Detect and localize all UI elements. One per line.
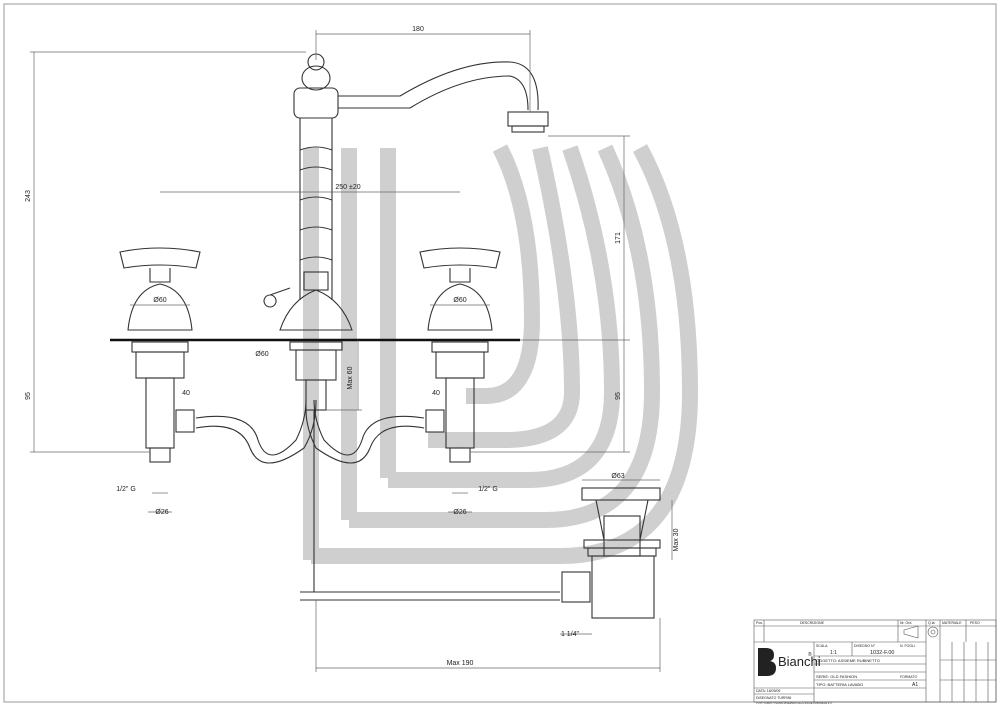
tb-format-value: A1 — [912, 682, 918, 688]
tb-footer: TUTTI I DIRITTI SONO RISERVATI ALLA SOCI… — [756, 701, 833, 705]
tb-format-label: FORMATO — [900, 675, 917, 679]
title-block — [753, 619, 997, 703]
dim-height-left: 243 — [25, 190, 32, 202]
dim-thread-left: 1/2" G — [116, 486, 136, 493]
tb-col-material: MATERIALE — [942, 621, 962, 625]
tb-col-nr: Nr. Ord. — [900, 621, 912, 625]
tb-series: SERIE: OLD FASHION — [816, 674, 857, 679]
tb-object: OGGETTO: ASSIEME RUBINETTO — [816, 658, 880, 663]
tb-date: DATA: 16/09/09 — [756, 689, 780, 693]
dim-waste-max: Max 30 — [673, 528, 680, 551]
dim-waste-dia: Ø63 — [611, 473, 624, 480]
tb-sheet-label: N. FOGLI — [900, 644, 915, 648]
bianchi-logo: Bianchi ® — [758, 648, 821, 676]
tb-scale-value: 1:1 — [830, 650, 837, 656]
tb-col-desc: DESCRIZIONE — [800, 621, 825, 625]
dimension-lines — [30, 30, 673, 672]
tb-col-weight: PESO — [970, 621, 980, 625]
dim-tail-dia-right: Ø26 — [453, 509, 466, 516]
dim-depth-left: 95 — [25, 392, 32, 400]
sheet-frame — [3, 3, 997, 703]
dim-valve-dia-left: Ø60 — [153, 297, 166, 304]
dim-rod-max: Max 190 — [447, 660, 474, 667]
dim-offset-right: 40 — [432, 390, 440, 397]
dim-depth-right: 95 — [615, 392, 622, 400]
dim-valve-dia-right: Ø60 — [453, 297, 466, 304]
tb-col-qty: Q.tà — [928, 621, 935, 625]
dim-tail-dia-left: Ø26 — [155, 509, 168, 516]
tb-designed-by: DISEGNATO TURRINI — [756, 696, 791, 700]
dim-offset-left: 40 — [182, 390, 190, 397]
brand-name: Bianchi — [778, 654, 821, 669]
tb-drawing-number: 1032-F.00 — [870, 650, 894, 656]
faucet-outline — [119, 53, 661, 619]
dim-spout-base-dia: Ø60 — [255, 351, 268, 358]
dim-spout-reach: 180 — [412, 26, 424, 33]
dim-max-60: Max 60 — [347, 366, 354, 389]
tb-scale-label: SCALA — [816, 644, 828, 648]
tb-drawing-label: DISEGNO N° — [854, 644, 876, 648]
tb-col-pos: Pos. — [756, 621, 763, 625]
dim-height-right: 171 — [615, 232, 622, 244]
dim-center-distance: 250 ±20 — [335, 184, 360, 191]
brand-watermark — [303, 144, 699, 564]
dim-waste-thread: 1 1/4" — [561, 631, 580, 638]
tb-type: TIPO: BATTERIA LAVABO — [816, 682, 863, 687]
brand-registered: ® — [808, 651, 812, 658]
dim-thread-right: 1/2" G — [478, 486, 498, 493]
